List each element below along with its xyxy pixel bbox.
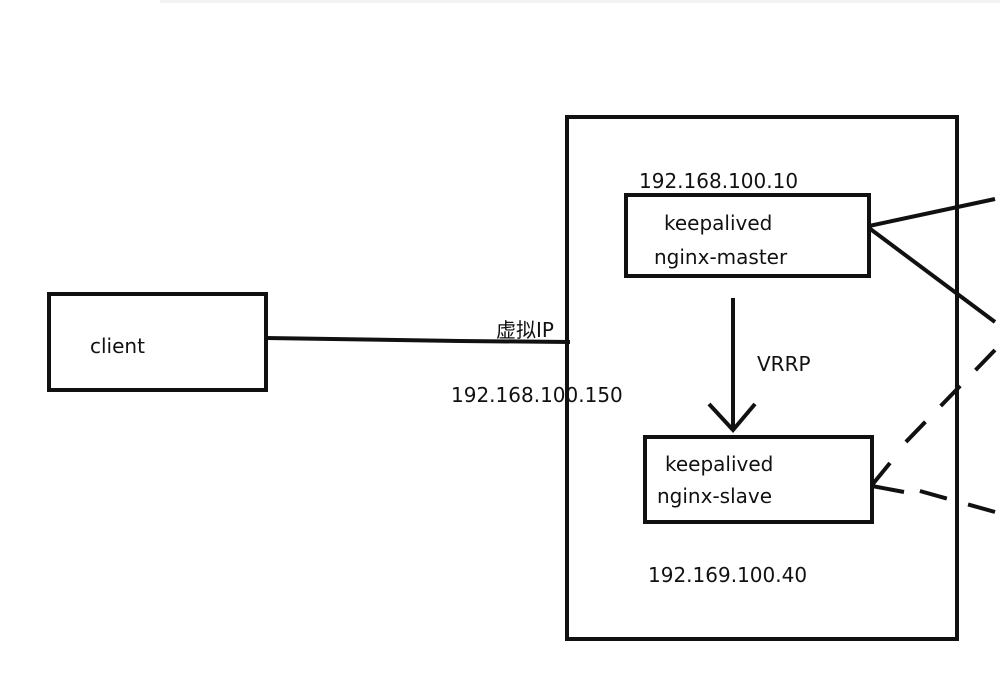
- virtual-ip-address: 192.168.100.150: [451, 383, 623, 407]
- client-label: client: [90, 334, 145, 358]
- slave-ip-label: 192.169.100.40: [648, 563, 808, 587]
- master-node-box: [624, 193, 871, 278]
- top-edge-shade: [160, 0, 1000, 3]
- master-keepalived-label: keepalived: [664, 211, 773, 235]
- slave-arrow-shaft: [871, 484, 905, 494]
- slave-keepalived-label: keepalived: [665, 452, 774, 476]
- slave-node-box: [643, 435, 874, 524]
- master-link-lower: [867, 226, 997, 324]
- virtual-ip-label: 虚拟IP: [496, 318, 554, 342]
- slave-arrow-upper-barb: [870, 461, 892, 487]
- slave-dashed-link-lower: [901, 484, 996, 514]
- slave-dashed-link-upper: [900, 348, 997, 448]
- vrrp-arrow-head: [707, 402, 757, 434]
- master-nginx-label: nginx-master: [654, 245, 788, 269]
- client-to-vip-line: [265, 336, 571, 344]
- client-node-box: [47, 292, 268, 392]
- vrrp-label: VRRP: [757, 352, 811, 376]
- cluster-container-box: [565, 115, 959, 641]
- slave-nginx-label: nginx-slave: [657, 484, 773, 508]
- master-ip-label: 192.168.100.10: [639, 169, 799, 193]
- master-link-upper: [868, 197, 996, 228]
